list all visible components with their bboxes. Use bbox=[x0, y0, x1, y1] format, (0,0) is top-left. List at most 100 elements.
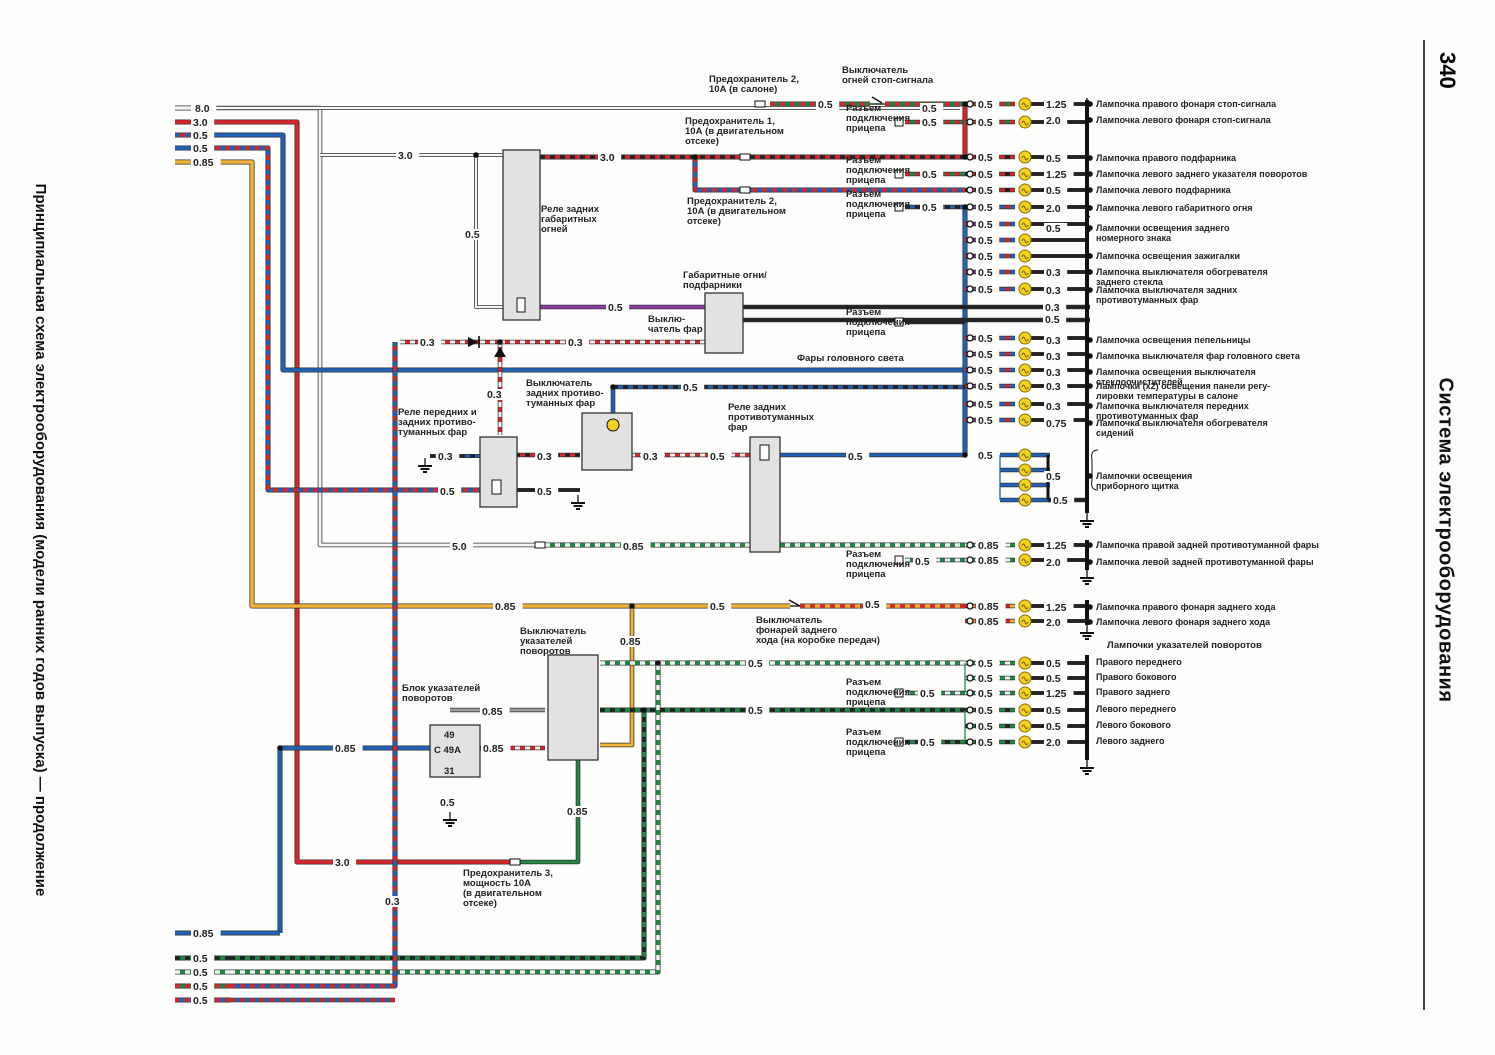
fog-pin-1 bbox=[966, 556, 974, 564]
lamp-value-11-bg bbox=[1044, 351, 1068, 362]
lamp-label-19: Лампочка правого фонаря заднего хода bbox=[1096, 602, 1276, 612]
val-0.5-f: 0.5 bbox=[848, 451, 863, 463]
flasher-unit-box bbox=[429, 724, 481, 778]
lamp-4-filament bbox=[1021, 188, 1029, 194]
plate-brace bbox=[1085, 215, 1091, 233]
val-0.5-h-bg bbox=[535, 486, 559, 497]
rev-lamp-val-1: 0.85 bbox=[978, 616, 999, 628]
lamp-feed-pin-3 bbox=[966, 170, 974, 178]
turn-switch-box bbox=[547, 654, 599, 761]
lamp-label-dot-10 bbox=[1087, 337, 1093, 343]
val-05-31: 0.5 bbox=[440, 797, 455, 809]
lamp-value-3: 1.25 bbox=[1046, 169, 1067, 181]
lamp-value-4-bg bbox=[1044, 185, 1068, 196]
diode-1 bbox=[468, 337, 478, 347]
lamp-feed-pin-11 bbox=[966, 334, 974, 342]
trunk-blue-red bbox=[205, 146, 485, 492]
val-05-rev-b: 0.5 bbox=[865, 599, 880, 611]
turn-lamp-value-3: 0.5 bbox=[1046, 705, 1061, 717]
val-05-rev-bg bbox=[708, 601, 732, 612]
bottom-fog-feed bbox=[230, 342, 397, 988]
val-085-49: 0.85 bbox=[482, 706, 503, 718]
val-05-31-bg bbox=[438, 797, 462, 808]
lamp-feed-pin-6 bbox=[966, 220, 974, 228]
lamp-feed-val-16-bg bbox=[976, 415, 1000, 426]
lamp-label-dot-14 bbox=[1087, 403, 1093, 409]
lamp-label-dot-2 bbox=[1087, 155, 1093, 161]
val-0.3-d: 0.3 bbox=[537, 451, 552, 463]
trailer-connector-6 bbox=[894, 737, 904, 747]
lamp-label-dot-0 bbox=[1087, 101, 1093, 107]
val-panel-05-bg bbox=[1051, 495, 1075, 506]
lamp-label-dot-4 bbox=[1087, 187, 1093, 193]
lamp-value-0: 1.25 bbox=[1046, 99, 1067, 111]
val-8.0: 8.0 bbox=[195, 103, 210, 115]
lamp-value-10: 0.3 bbox=[1046, 335, 1061, 347]
val-05-tlt-bg bbox=[918, 737, 942, 748]
lamp-value-10-bg bbox=[1044, 335, 1068, 346]
lamp-value-3-bg bbox=[1044, 169, 1074, 180]
lamp-value-13: 0.3 bbox=[1046, 381, 1061, 393]
rear-fog-switch-box bbox=[581, 412, 633, 471]
lamp-value-6-bg bbox=[1044, 223, 1068, 234]
rear-fog-relay-coil bbox=[759, 444, 770, 461]
lamp-3-filament bbox=[1021, 172, 1029, 178]
junction-10 bbox=[962, 101, 968, 107]
flasher-term-31: 31 bbox=[444, 766, 455, 777]
val-0.3-c: 0.3 bbox=[487, 389, 502, 401]
val-0.3-d-bg bbox=[535, 451, 559, 462]
lamp-label-dot-8 bbox=[1087, 269, 1093, 275]
val-0.5-i: 0.5 bbox=[440, 486, 455, 498]
turn-lamp-value-2: 1.25 bbox=[1046, 688, 1067, 700]
lamp-value-16: 0.5 bbox=[1046, 471, 1061, 483]
lamp-value-5: 2.0 bbox=[1046, 203, 1061, 215]
trailer-connector-5 bbox=[894, 688, 904, 698]
lamp-b-2-filament bbox=[1021, 604, 1029, 610]
rev-lamp-val-1-bg bbox=[976, 616, 1006, 627]
lamp-value-13-bg bbox=[1044, 381, 1068, 392]
junction-4 bbox=[629, 603, 635, 609]
fuse1-symbol bbox=[739, 153, 751, 161]
panel-lamp-3-filament bbox=[1021, 498, 1029, 504]
lamp-15-filament bbox=[1021, 402, 1029, 408]
lamp-feed-val-7-bg bbox=[976, 235, 1000, 246]
val-085-turn-bg bbox=[618, 636, 648, 647]
rev-pin-0 bbox=[966, 602, 974, 610]
stop-switch-symbol bbox=[871, 96, 883, 104]
lamp-feed-pin-8 bbox=[966, 252, 974, 260]
input-value-5-bg bbox=[191, 157, 221, 168]
lamp-feed-val-15: 0.5 bbox=[978, 399, 993, 411]
turn-pin-0 bbox=[966, 659, 974, 667]
lamp-label-10: Лампочка освещения пепельницы bbox=[1096, 335, 1251, 345]
lamp-feed-val-16: 0.5 bbox=[978, 415, 993, 427]
lamp-feed-val-9: 0.5 bbox=[978, 267, 993, 279]
val-085-rev-bg bbox=[493, 601, 523, 612]
val-05-rev-b-bg bbox=[863, 599, 887, 610]
lamp-value-4: 0.5 bbox=[1046, 185, 1061, 197]
val-0.3-b-bg bbox=[566, 337, 590, 348]
lamp-feed-val-13-bg bbox=[976, 365, 1000, 376]
lamp-value-8: 0.3 bbox=[1046, 267, 1061, 279]
val-panel-feed-bg bbox=[976, 450, 1000, 461]
lamp-label-dot-17 bbox=[1087, 542, 1093, 548]
turn-lamp-value-4: 0.5 bbox=[1046, 721, 1061, 733]
val-trailer-2-bg bbox=[920, 202, 944, 213]
fuse2-salon-symbol bbox=[754, 100, 766, 108]
val-085-turn: 0.85 bbox=[620, 636, 641, 648]
turn-lamp-value-1-bg bbox=[1044, 673, 1068, 684]
input-value-4-bg bbox=[191, 143, 215, 154]
lamp-feed-val-2: 0.5 bbox=[978, 152, 993, 164]
bottom-value-3: 0.5 bbox=[193, 967, 208, 979]
turn-pin-2 bbox=[966, 689, 974, 697]
lamp-14-filament bbox=[1021, 384, 1029, 390]
turn-switch-feed bbox=[600, 606, 634, 747]
turn-lamp-0-filament bbox=[1021, 661, 1029, 667]
turn-lamp-val-1: 0.5 bbox=[978, 673, 993, 685]
fuse2-engine-symbol bbox=[739, 186, 751, 194]
val-0.5-e: 0.5 bbox=[710, 451, 725, 463]
